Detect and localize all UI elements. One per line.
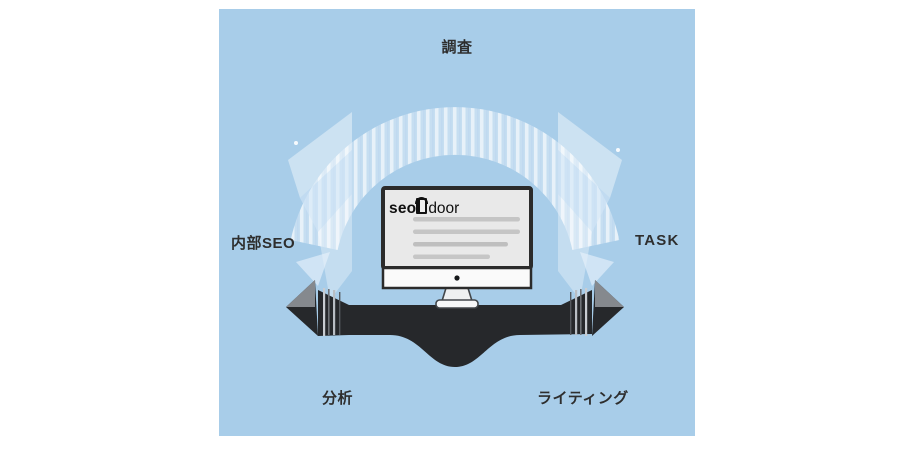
cycle-label-internal-seo: 内部SEO <box>231 235 296 252</box>
cycle-label-task: TASK <box>635 232 680 249</box>
sparkle-dot-left <box>294 141 298 145</box>
brand-arc-icon <box>415 197 428 204</box>
black-band <box>318 290 592 367</box>
light-arrow-tip-right <box>580 252 614 286</box>
cycle-label-writing: ライティング <box>537 390 629 407</box>
monitor-stand <box>440 287 474 302</box>
brand-bold-text: seo <box>389 197 428 217</box>
band-stripes-right <box>570 288 588 336</box>
cycle-label-analysis: 分析 <box>322 390 354 407</box>
black-arrowhead-right-facet <box>595 280 624 307</box>
light-arrow-tip-left <box>296 252 330 286</box>
monitor-stand-base <box>435 299 479 309</box>
light-arrow-right-upper <box>558 112 622 198</box>
light-arrow-right-mid <box>558 150 610 232</box>
cycle-label-research: 調査 <box>441 39 473 56</box>
black-arrowhead-left-facet <box>286 280 315 307</box>
light-arrow-left-lower <box>318 194 352 300</box>
screen-text-lines <box>413 217 520 259</box>
light-arrow-right-lower <box>558 194 592 300</box>
cycle-graphic <box>286 107 624 367</box>
sparkle-dot-right <box>616 148 620 152</box>
brand-rest-text: door <box>428 200 460 217</box>
band-stripes-left <box>323 288 341 336</box>
light-arrow-left-upper <box>288 112 352 198</box>
monitor-camera-dot <box>454 275 460 281</box>
light-arc-top <box>290 107 620 250</box>
light-arrow-left-mid <box>300 150 352 232</box>
